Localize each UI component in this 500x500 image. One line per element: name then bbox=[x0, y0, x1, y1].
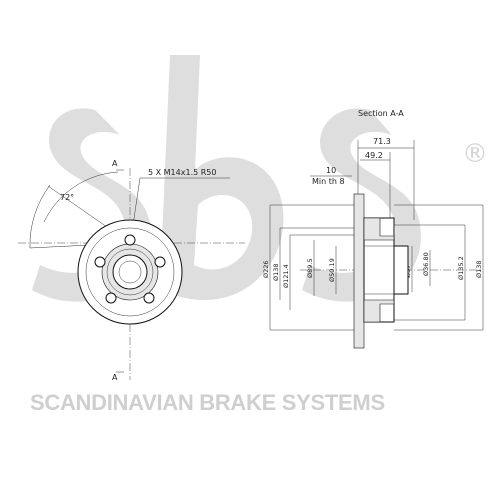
brand-name: SCANDINAVIAN BRAKE SYSTEMS bbox=[30, 390, 385, 415]
section-marker-top: A bbox=[112, 159, 118, 168]
hub-step-ring bbox=[85, 227, 175, 317]
hub-section-top bbox=[363, 217, 395, 241]
dia-135-2: Ø135.2 bbox=[457, 256, 465, 280]
dia-226: Ø226 bbox=[262, 260, 270, 278]
angle-label: 72° bbox=[60, 193, 74, 202]
bolt-pattern-label: 5 X M14x1.5 R50 bbox=[148, 168, 216, 177]
registered-mark: ® bbox=[462, 139, 488, 169]
dim-49-2: 49.2 bbox=[365, 151, 383, 160]
section-title: Section A-A bbox=[358, 109, 404, 118]
section-marker-bottom: A bbox=[112, 373, 118, 382]
dia-121-4: Ø121.4 bbox=[282, 264, 290, 288]
disc-friction-ring bbox=[353, 193, 365, 349]
disc-outline-arc bbox=[43, 171, 119, 223]
bolt-hole-2 bbox=[154, 256, 166, 268]
tone-ring-inner-edge bbox=[106, 248, 154, 296]
center-bore bbox=[118, 260, 142, 284]
dia-138-left: Ø138 bbox=[272, 263, 280, 281]
section-view: Section A-A 71.3 49.2 10 Min th 8 Ø226 Ø… bbox=[262, 109, 484, 349]
dia-36-80: Ø36.80 bbox=[422, 252, 430, 276]
dim-10: 10 bbox=[326, 166, 336, 175]
bolt-hole-1 bbox=[124, 234, 136, 246]
sbs-logo-b bbox=[160, 55, 284, 300]
center-bore-ring bbox=[112, 254, 148, 290]
min-thickness-label: Min th 8 bbox=[312, 177, 345, 186]
dim-71-3: 71.3 bbox=[373, 137, 391, 146]
hub-spigot bbox=[393, 245, 409, 295]
hub-body-outline bbox=[363, 217, 395, 323]
angle-dimension-arc bbox=[29, 184, 51, 249]
bolt-hole-5 bbox=[94, 256, 106, 268]
front-view: A A 72° 5 X M14x1.5 R50 bbox=[18, 159, 245, 382]
bolt-hole-3 bbox=[143, 292, 155, 304]
dia-138-right: Ø138 bbox=[475, 260, 483, 278]
hub-section-bottom bbox=[363, 299, 395, 323]
bolt-hole-4 bbox=[105, 292, 117, 304]
dia-89-5: Ø89.5 bbox=[306, 258, 314, 278]
